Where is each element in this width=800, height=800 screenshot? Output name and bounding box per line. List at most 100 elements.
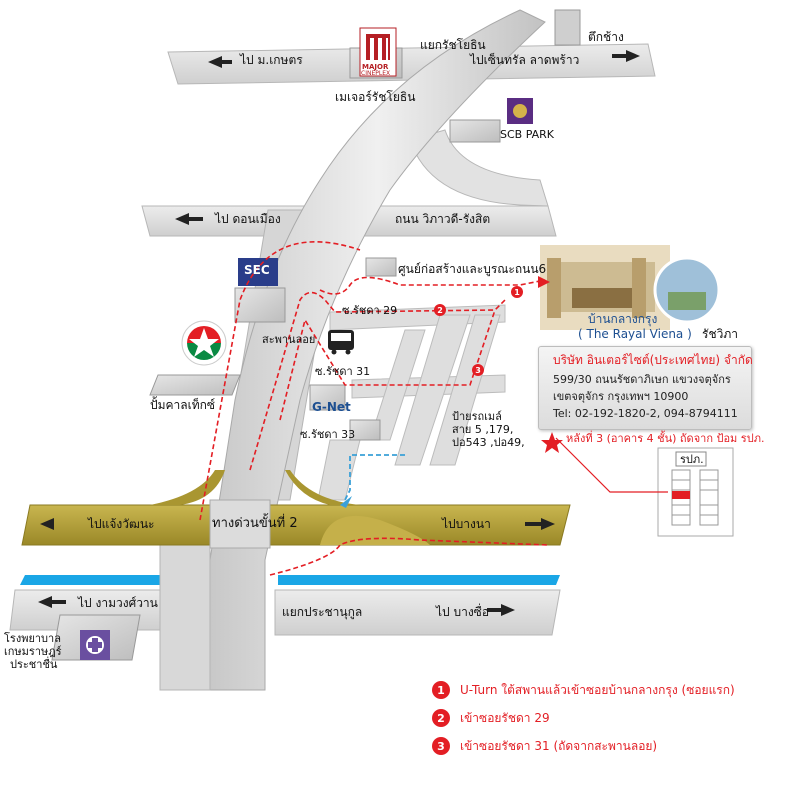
star-marker	[541, 432, 563, 453]
building-sec	[234, 287, 286, 323]
arrow-left-vib	[175, 213, 189, 225]
legend-item-2: 2 เข้าซอยรัชดา 29	[432, 708, 550, 728]
destination-photo	[540, 245, 721, 330]
route-expressway	[269, 537, 549, 576]
label-hospital-3: ประชาชื่น	[10, 658, 58, 671]
label-baan-klang-krung: บ้านกลางกรุง	[588, 312, 658, 326]
arrow-right-bottom	[501, 604, 515, 616]
label-bus-lines-2: ปอ543 ,ปอ49,	[452, 436, 525, 449]
label-major-cineplex: เมเจอร์รัชโยธิน	[335, 90, 416, 104]
company-name: บริษัท อินเตอร์ไซต์(ประเทศไทย) จำกัด	[553, 353, 753, 367]
guard-post-diagram	[657, 447, 734, 537]
road-bottom-right	[274, 589, 561, 636]
overpass	[209, 499, 271, 549]
hospital-logo	[80, 630, 110, 660]
route-1	[319, 276, 546, 295]
route-3	[279, 309, 496, 421]
label-to-central-ladprao: ไปเซ็นทรัล ลาดพร้าว	[470, 53, 580, 67]
label-to-ngamwongwan: ไป งามวงศ์วาน	[78, 596, 158, 610]
building-tukchang	[554, 9, 581, 46]
expressway-ramp-left	[150, 470, 225, 505]
scb-logo	[507, 98, 533, 124]
legend-badge-3: 3	[432, 737, 450, 755]
guard-post-label: รปภ.	[680, 453, 704, 466]
route-arrow-dest	[538, 276, 550, 288]
pointer-line	[555, 437, 668, 493]
route-badge-1: 1	[511, 286, 523, 298]
legend-text-3: เข้าซอยรัชดา 31 (ถัดจากสะพานลอย)	[460, 738, 658, 753]
soi-grid	[317, 304, 506, 501]
label-hospital-1: โรงพยาบาล	[4, 632, 61, 645]
label-construction-center: ศูนย์ก่อสร้างและบูรณะถนน6	[398, 262, 547, 276]
label-to-donmuang: ไป ดอนเมือง	[215, 212, 281, 226]
label-bus-stop: ป้ายรถเมล์	[452, 410, 502, 423]
label-vibhavadi: ถนน วิภาวดี-รังสิต	[395, 212, 491, 226]
legend-text-1: U-Turn ใต้สพานแล้วเข้าซอยบ้านกลางกรุง (ซ…	[460, 682, 735, 697]
building-caltex	[149, 374, 241, 396]
legend-badge-1: 1	[432, 681, 450, 699]
route-main	[199, 241, 361, 521]
arrow-right-top	[626, 50, 640, 62]
label-soi-ratchada-33: ซ.รัชดา 33	[300, 428, 356, 441]
arrow-left-exp	[40, 518, 54, 530]
route-blue	[344, 454, 405, 501]
expressway-ramp-right	[285, 470, 360, 505]
route-badge-2: 2	[434, 304, 446, 316]
major-logo	[359, 27, 397, 77]
label-ratchawipha: รัชวิภา	[702, 327, 738, 341]
caltex-logo	[181, 320, 227, 366]
route-badge-3: 3	[472, 364, 484, 376]
sec-logo	[238, 258, 278, 286]
arrow-left-bottom	[38, 596, 52, 608]
route-blue-arrow	[340, 496, 352, 508]
label-bus-lines-1: สาย 5 ,179,	[452, 423, 514, 436]
label-soi-ratchada-31: ซ.รัชดา 31	[315, 365, 371, 378]
legend-item-1: 1 U-Turn ใต้สพานแล้วเข้าซอยบ้านกลางกรุง …	[432, 680, 735, 700]
canal-right	[278, 575, 560, 585]
expressway-loop	[320, 515, 430, 545]
label-prachanukul: แยกประชานุกูล	[282, 605, 363, 619]
label-major-logo-sub: CINEPLEX	[361, 70, 391, 77]
label-sapan-loi: สะพานลอย	[262, 333, 316, 346]
label-hospital-2: เกษมราษฎร์	[4, 645, 62, 658]
building-construction	[365, 257, 397, 277]
expressway	[21, 504, 571, 546]
building-gnet	[309, 384, 346, 411]
label-to-kaset: ไป ม.เกษตร	[240, 53, 303, 67]
label-ratchayothin-intersection: แยกรัชโยธิน	[420, 38, 486, 52]
label-to-chaengwattana: ไปแจ้งวัฒนะ	[88, 517, 155, 531]
building-scb	[449, 119, 501, 143]
arrow-right-exp	[541, 518, 555, 530]
company-address-1: 599/30 ถนนรัชดาภิเษก แขวงจตุจักร	[553, 373, 731, 386]
label-tuk-chang: ตึกช้าง	[588, 30, 624, 44]
building-ratchada33	[349, 419, 381, 441]
legend-badge-2: 2	[432, 709, 450, 727]
label-gnet: G-Net	[312, 400, 351, 414]
company-address-2: เขตจตุจักร กรุงเทพฯ 10900	[553, 390, 689, 403]
company-info-box: บริษัท อินเตอร์ไซต์(ประเทศไทย) จำกัด 599…	[538, 346, 753, 430]
road-curve	[409, 129, 549, 207]
label-scb-park: SCB PARK	[500, 128, 555, 141]
label-to-bangsue: ไป บางซื่อ	[436, 605, 490, 619]
target-building-marker	[672, 491, 690, 499]
road-bottom-vertical	[159, 544, 211, 691]
label-sec-logo: SEC	[244, 263, 270, 277]
bus-icon	[328, 330, 354, 355]
road-arrows	[38, 50, 640, 616]
building-note: หลังที่ 3 (อาคาร 4 ชั้น) ถัดจาก ป้อม รปภ…	[566, 432, 765, 445]
label-major-logo: MAJOR	[362, 63, 389, 71]
label-expressway2: ทางด่วนขั้นที่ 2	[212, 516, 298, 531]
label-caltex: ปั้มคาลเท็กซ์	[150, 398, 216, 412]
canal-left	[20, 575, 200, 585]
legend-text-2: เข้าซอยรัชดา 29	[460, 710, 550, 725]
arrow-left-top	[208, 56, 222, 68]
legend-item-3: 3 เข้าซอยรัชดา 31 (ถัดจากสะพานลอย)	[432, 736, 657, 756]
label-royal-viena: ( The Rayal Viena )	[578, 327, 692, 341]
label-to-bangna: ไปบางนา	[442, 517, 491, 531]
route-2	[249, 291, 506, 471]
flyover	[209, 9, 546, 691]
label-soi-ratchada-29: ซ.รัชดา 29	[342, 304, 398, 317]
company-tel: Tel: 02-192-1820-2, 094-8794111	[553, 407, 738, 420]
